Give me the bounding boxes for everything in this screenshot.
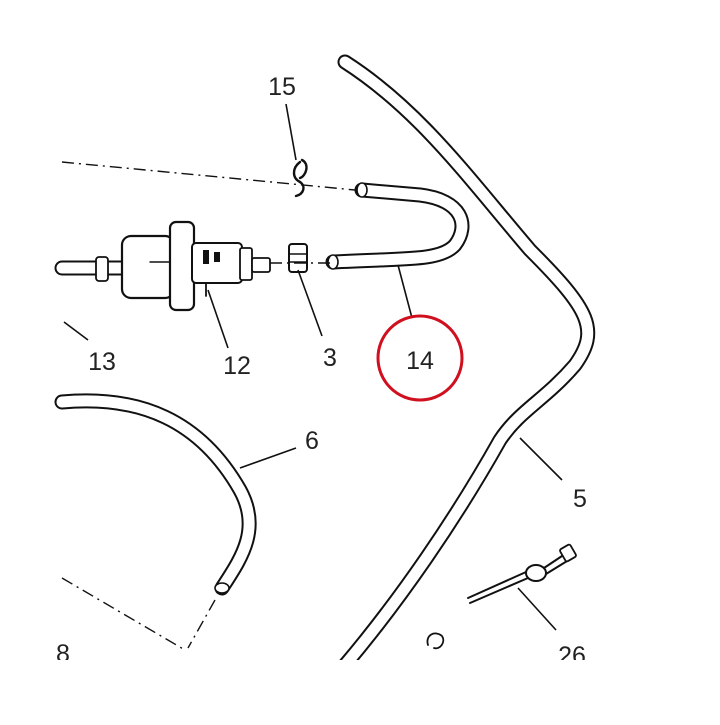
highlight-circle <box>376 314 464 402</box>
bottom-crop-edge <box>0 660 720 720</box>
part-26-cable-tie <box>467 543 577 604</box>
part-3-clamp <box>288 243 308 273</box>
part-14-bent-hose <box>325 182 470 270</box>
callout-5: 5 <box>573 485 587 513</box>
callout-13: 13 <box>88 348 116 376</box>
callout-12: 12 <box>223 352 251 380</box>
callout-14: 14 <box>406 347 434 375</box>
callout-15: 15 <box>268 73 296 101</box>
leader-lines <box>63 103 563 631</box>
part-6-curved-hose <box>54 393 257 596</box>
small-clip-fragment <box>426 632 445 650</box>
part-12-filter-assembly <box>54 220 271 312</box>
part-15-spring-clip <box>292 158 308 198</box>
callout-6: 6 <box>305 427 319 455</box>
callout-3: 3 <box>323 344 337 372</box>
alignment-lines <box>61 161 356 651</box>
part-5-long-hose <box>337 54 596 673</box>
